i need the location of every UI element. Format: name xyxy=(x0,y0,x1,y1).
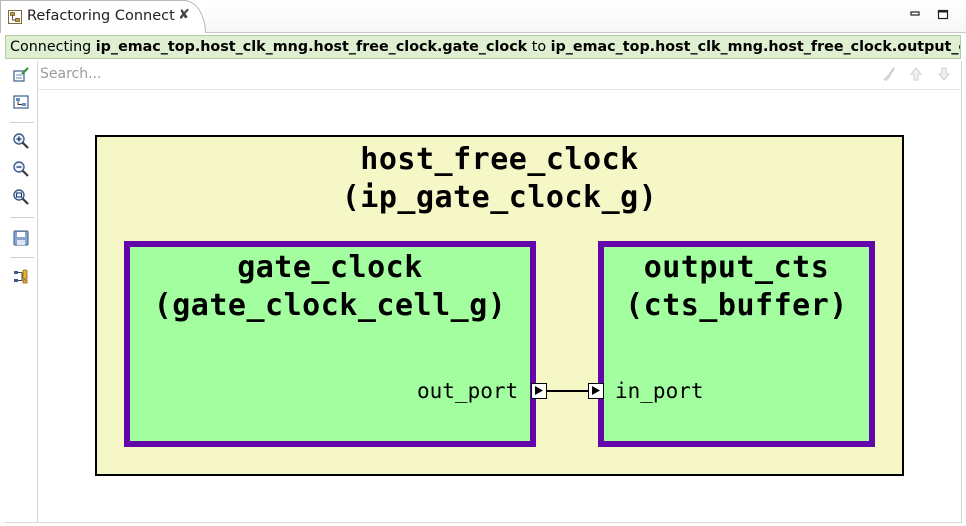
maximize-icon[interactable] xyxy=(935,6,951,22)
toolbar-separator xyxy=(10,217,34,218)
next-icon[interactable] xyxy=(936,66,952,82)
view-frame-border xyxy=(5,522,961,523)
hierarchy-icon[interactable] xyxy=(12,268,30,286)
port-label-out: out_port xyxy=(417,379,519,403)
close-icon[interactable]: ✘ xyxy=(178,7,190,23)
block-title: output_cts (cts_buffer) xyxy=(604,249,869,325)
search-input[interactable] xyxy=(38,63,858,85)
info-source-path: ip_emac_top.host_clk_mng.host_free_clock… xyxy=(95,39,528,55)
info-joiner: to xyxy=(531,39,547,55)
zoom-out-icon[interactable] xyxy=(12,160,30,178)
block-output-cts[interactable]: output_cts (cts_buffer) xyxy=(598,241,875,447)
container-block-title: host_free_clock (ip_gate_clock_g) xyxy=(97,141,902,217)
port-label-in: in_port xyxy=(615,379,704,403)
block-gate-clock[interactable]: gate_clock (gate_clock_cell_g) xyxy=(124,241,536,447)
port-arrow-icon xyxy=(592,386,600,395)
toolbar-separator xyxy=(10,257,34,258)
diagram-view-icon xyxy=(8,10,22,24)
minimize-icon[interactable] xyxy=(907,6,923,22)
out-port[interactable] xyxy=(531,383,547,399)
zoom-in-icon[interactable] xyxy=(12,132,30,150)
block-name: output_cts xyxy=(643,250,830,285)
save-icon[interactable] xyxy=(12,229,30,247)
view-frame-border xyxy=(961,61,962,523)
block-type: (gate_clock_cell_g) xyxy=(153,288,507,323)
layout-icon[interactable] xyxy=(12,93,30,111)
tab-title: Refactoring Connect xyxy=(27,8,175,24)
info-target-path: ip_emac_top.host_clk_mng.host_free_clock… xyxy=(550,39,961,55)
tab-bar-background xyxy=(205,0,966,33)
container-block-type: (ip_gate_clock_g) xyxy=(341,180,658,215)
block-title: gate_clock (gate_clock_cell_g) xyxy=(130,249,530,325)
search-divider xyxy=(38,89,961,90)
in-port[interactable] xyxy=(588,383,604,399)
view-tab-bar: Refactoring Connect ✘ xyxy=(0,0,966,33)
tab-refactoring-connect[interactable]: Refactoring Connect ✘ xyxy=(0,0,206,33)
connection-info-bar: Connecting ip_emac_top.host_clk_mng.host… xyxy=(5,35,961,59)
info-prefix: Connecting xyxy=(10,39,92,55)
block-name: gate_clock xyxy=(237,250,423,285)
previous-icon[interactable] xyxy=(908,66,924,82)
diagram-toolbar xyxy=(5,61,38,523)
edit-icon[interactable] xyxy=(12,66,30,84)
clear-icon[interactable] xyxy=(880,66,896,82)
container-block-name: host_free_clock xyxy=(360,142,639,177)
toolbar-separator xyxy=(10,122,34,123)
block-type: (cts_buffer) xyxy=(625,288,848,323)
zoom-fit-icon[interactable] xyxy=(12,188,30,206)
port-arrow-icon xyxy=(535,386,543,395)
connection-line[interactable] xyxy=(547,390,588,392)
